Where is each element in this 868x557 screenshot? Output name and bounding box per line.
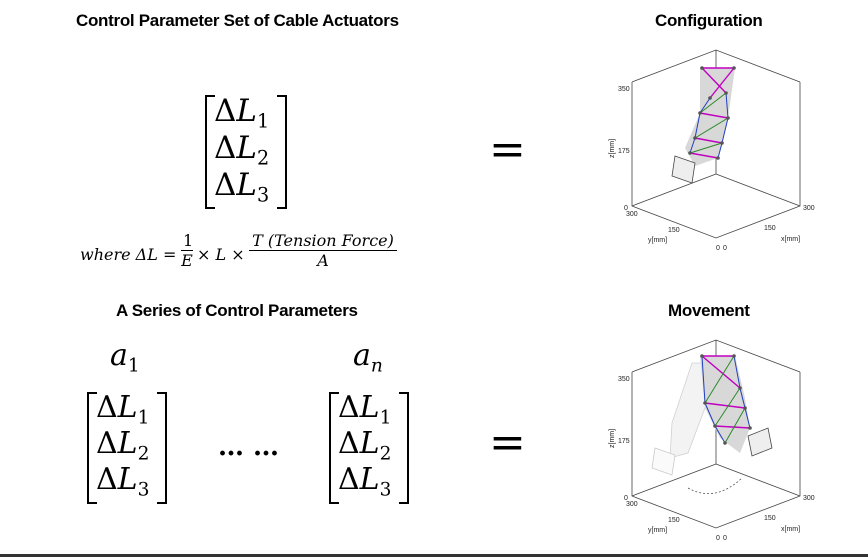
matrix-row-3: ΔL3	[96, 462, 150, 501]
cable-robot-structure	[671, 66, 736, 184]
matrix-row-2: ΔL2	[96, 426, 150, 465]
a1-label: a1	[110, 338, 140, 377]
fraction-numerator: T (Tension Force)	[249, 231, 397, 251]
series-title: A Series of Control Parameters	[116, 301, 358, 320]
x-tick: 150	[764, 515, 776, 522]
z-tick: 0	[624, 495, 628, 502]
an-label: an	[353, 338, 383, 377]
control-set-title: Control Parameter Set of Cable Actuators	[76, 11, 399, 30]
matrix-row-3: ΔL3	[338, 462, 392, 501]
y-axis-label: y[mm]	[648, 527, 667, 534]
x-tick: 300	[803, 495, 815, 502]
x-tick: 0	[723, 535, 727, 542]
matrix-left-bracket	[87, 392, 97, 504]
configuration-plot-svg: 350 175 0 z[mm] 300 150 0 y[mm] 0 150 30…	[609, 49, 815, 252]
ghost-end-effector	[651, 447, 676, 476]
x-tick: 150	[764, 225, 776, 232]
configuration-plot: 350 175 0 z[mm] 300 150 0 y[mm] 0 150 30…	[600, 38, 830, 253]
equals-sign-top: =	[489, 124, 526, 175]
bottom-border	[0, 554, 868, 557]
fraction-denominator: A	[317, 251, 329, 270]
matrix-row-1: ΔL1	[338, 390, 392, 429]
fraction-tension-over-area: T (Tension Force) A	[249, 231, 397, 270]
configuration-axis-labels: 350 175 0 z[mm] 300 150 0 y[mm] 0 150 30…	[609, 86, 815, 252]
robot-body	[700, 356, 750, 453]
y-tick: 300	[626, 211, 638, 218]
z-axis-label: z[mm]	[609, 429, 616, 448]
matrix-right-bracket	[399, 392, 409, 504]
movement-axis-labels: 350 175 0 z[mm] 300 150 0 y[mm] 0 150 30…	[609, 376, 815, 542]
movement-plot: 350 175 0 z[mm] 300 150 0 y[mm] 0 150 30…	[600, 328, 830, 543]
y-tick: 150	[668, 227, 680, 234]
x-tick: 300	[803, 205, 815, 212]
series-matrix-first: ΔL1 ΔL2 ΔL3	[87, 390, 167, 504]
z-tick: 350	[618, 376, 630, 383]
z-tick: 175	[618, 438, 630, 445]
matrix-row-2: ΔL2	[214, 130, 270, 170]
fraction-numerator: 1	[181, 231, 194, 251]
main-matrix: ΔL1 ΔL2 ΔL3	[205, 93, 287, 209]
movement-plot-svg: 350 175 0 z[mm] 300 150 0 y[mm] 0 150 30…	[609, 339, 815, 542]
magenta-cables	[701, 355, 751, 429]
matrix-right-bracket	[157, 392, 167, 504]
movement-title: Movement	[668, 301, 750, 320]
y-tick: 0	[716, 535, 720, 542]
matrix-row-2: ΔL2	[338, 426, 392, 465]
ellipsis: … …	[218, 432, 280, 462]
fraction-denominator: E	[181, 251, 193, 270]
configuration-title: Configuration	[655, 11, 763, 30]
blue-cables	[689, 92, 729, 159]
motion-arc	[687, 477, 743, 495]
x-tick: 0	[723, 245, 727, 252]
y-tick: 300	[626, 501, 638, 508]
series-matrix-last: ΔL1 ΔL2 ΔL3	[329, 390, 409, 504]
end-effector	[747, 427, 773, 457]
formula-times-l: × L ×	[197, 245, 245, 264]
cable-robot-structure	[687, 354, 773, 495]
z-tick: 350	[618, 86, 630, 93]
matrix-right-bracket	[277, 95, 287, 209]
z-axis-label: z[mm]	[609, 139, 616, 158]
blue-cables	[701, 355, 751, 444]
x-axis-label: x[mm]	[781, 526, 800, 533]
robot-body	[685, 68, 735, 166]
z-tick: 175	[618, 148, 630, 155]
z-tick: 0	[624, 205, 628, 212]
matrix-left-bracket	[329, 392, 339, 504]
matrix-row-1: ΔL1	[96, 390, 150, 429]
matrix-left-bracket	[205, 95, 215, 209]
green-cables	[704, 355, 746, 444]
x-axis-label: x[mm]	[781, 236, 800, 243]
cable-nodes	[688, 66, 736, 160]
formula-lhs: where ΔL =	[80, 245, 177, 264]
cable-nodes	[700, 354, 752, 445]
end-effector	[671, 155, 696, 184]
y-tick: 0	[716, 245, 720, 252]
matrix-row-3: ΔL3	[214, 167, 270, 207]
matrix-row-1: ΔL1	[214, 93, 270, 133]
fraction-one-over-e: 1 E	[181, 231, 193, 270]
y-axis-label: y[mm]	[648, 237, 667, 244]
magenta-cables	[689, 67, 735, 159]
y-tick: 150	[668, 517, 680, 524]
equals-sign-bottom: =	[489, 417, 526, 468]
green-cables	[689, 92, 729, 154]
